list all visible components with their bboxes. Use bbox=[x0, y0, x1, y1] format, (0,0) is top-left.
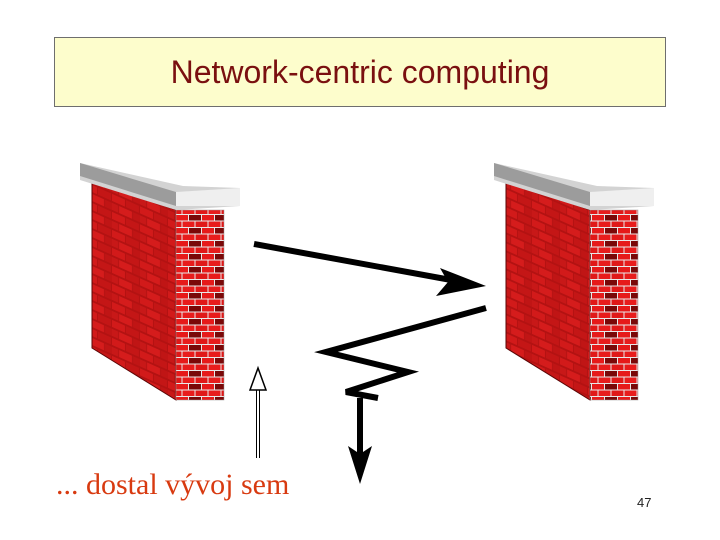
straight-arrow bbox=[253, 241, 486, 296]
title-box: Network-centric computing bbox=[54, 37, 666, 107]
caption-text: ... dostal vývoj sem bbox=[56, 468, 290, 501]
zigzag-arrow bbox=[314, 305, 487, 484]
slide-title: Network-centric computing bbox=[170, 54, 550, 90]
right-brick-pillar bbox=[494, 163, 654, 401]
left-brick-pillar bbox=[80, 163, 240, 401]
page-number: 47 bbox=[637, 495, 652, 510]
thin-up-arrow bbox=[248, 365, 268, 458]
